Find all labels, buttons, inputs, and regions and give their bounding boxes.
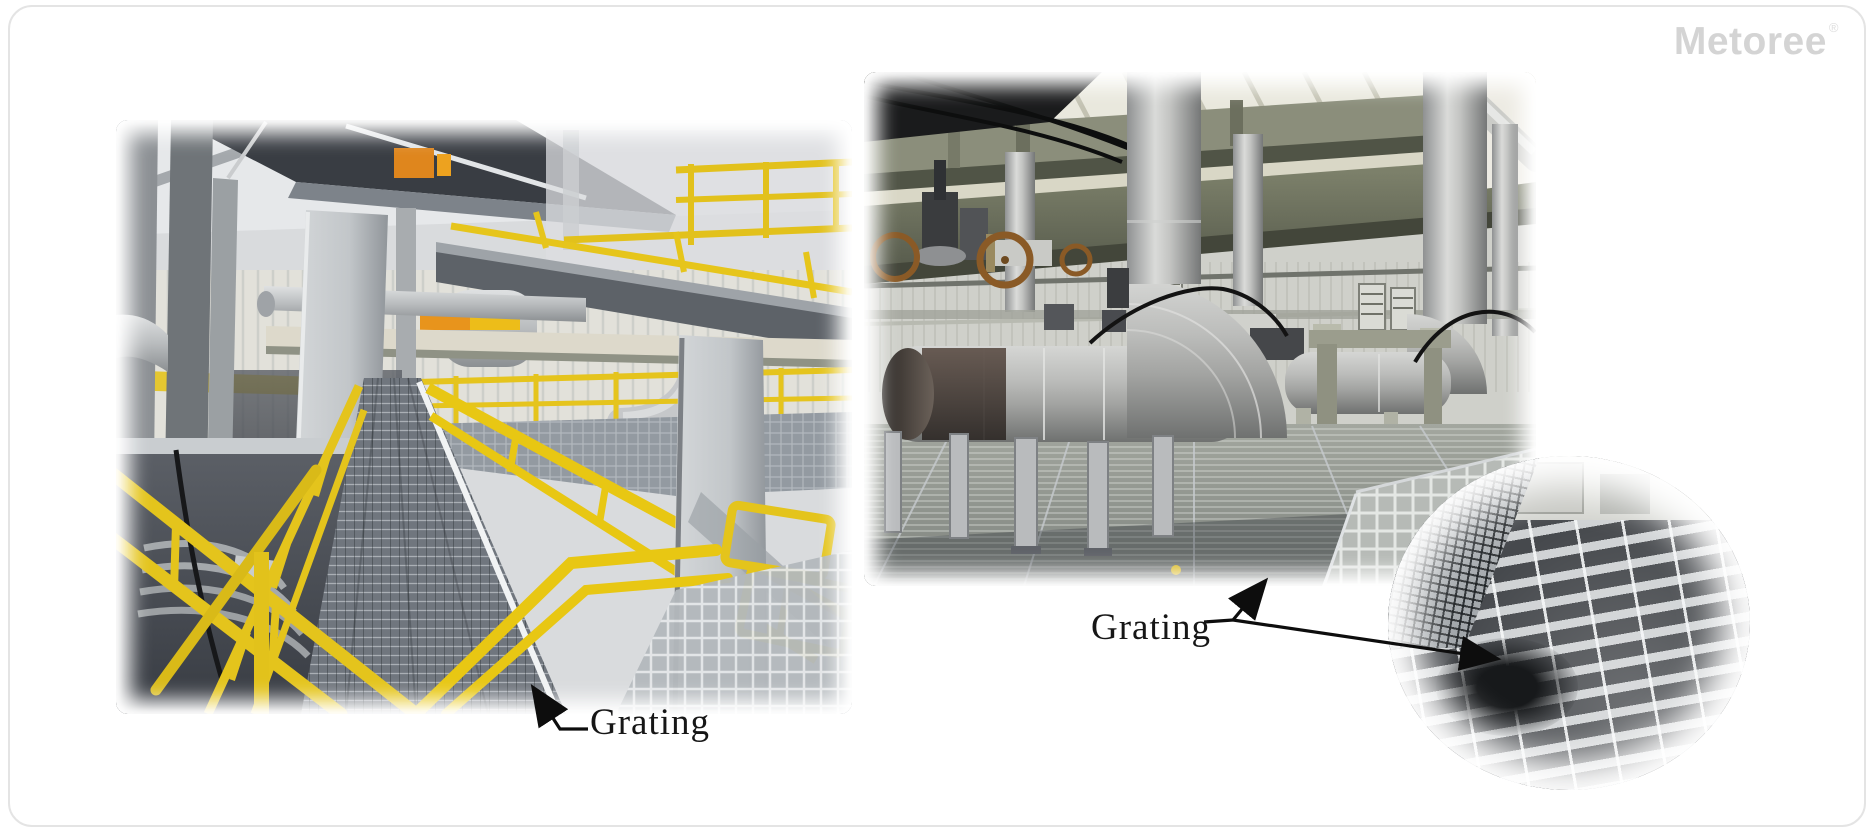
registered-mark-icon: ®	[1828, 20, 1839, 35]
left-photo-graphics	[116, 120, 852, 714]
left-photo-grating-walkway	[116, 120, 852, 714]
grating-label-left: Grating	[590, 702, 711, 743]
inset-photo-grating-closeup	[1388, 456, 1750, 790]
metoree-logo: Metoree®	[1674, 20, 1839, 64]
inset-shadow-gap	[1436, 638, 1578, 736]
right-photo-pipes-on-grating	[864, 72, 1536, 586]
inset-fine-mesh-patch	[1388, 456, 1540, 648]
valve-assemblies	[870, 160, 1093, 289]
inset-equipment-box-small	[1600, 474, 1650, 514]
pipe-support-legs	[884, 431, 1174, 556]
right-photo-graphics	[864, 72, 1536, 586]
foreground-handrails	[116, 464, 423, 714]
foreground-cables	[1088, 286, 1536, 364]
right-side-structures	[410, 335, 852, 714]
pipe-elbow-assembly-a	[882, 72, 1287, 442]
logo-text: Metoree	[1673, 20, 1827, 63]
grating-label-right: Grating	[1091, 607, 1212, 648]
upper-right-platform-railing	[436, 130, 852, 352]
